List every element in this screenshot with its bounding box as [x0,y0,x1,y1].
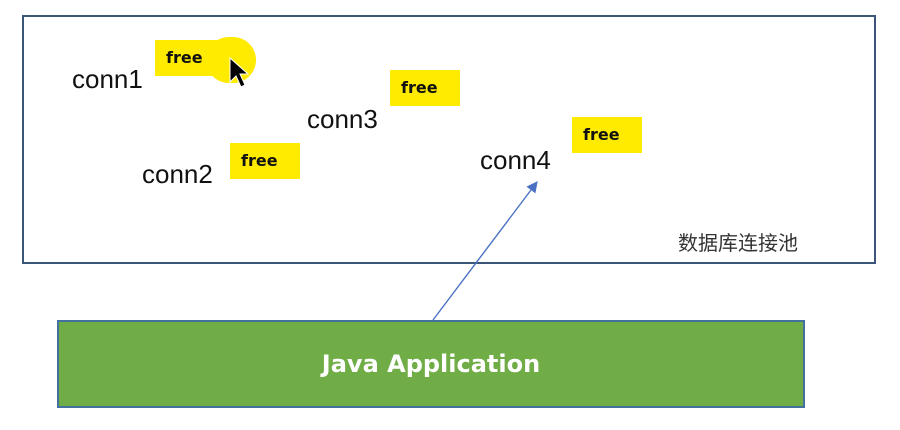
conn3-status-badge: free [390,70,460,106]
java-application-box: Java Application [57,320,805,408]
java-application-label: Java Application [321,350,541,378]
conn3-label: conn3 [307,104,378,134]
pool-label: 数据库连接池 [678,231,798,255]
conn4-label: conn4 [480,145,551,175]
conn1-status-badge: free [155,40,225,76]
conn2-label: conn2 [142,159,213,189]
conn4-status-badge: free [572,117,642,153]
conn1-label: conn1 [72,64,143,94]
conn2-status-badge: free [230,143,300,179]
